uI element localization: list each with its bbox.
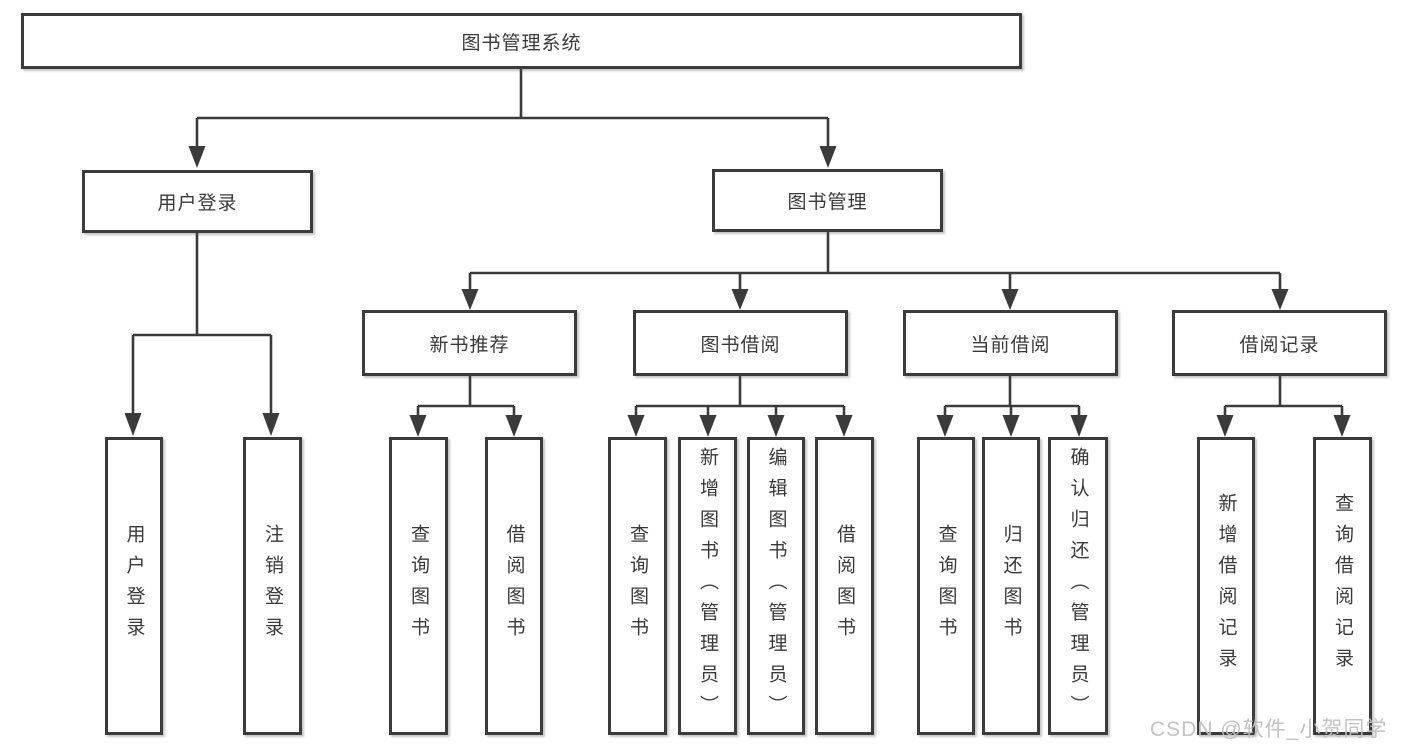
node-user-login: 用户登录 — [82, 170, 313, 233]
node-current-borrowing: 当前借阅 — [903, 310, 1118, 376]
leaf-label: 确认归还（管理员） — [1067, 446, 1089, 726]
node-label: 用户登录 — [157, 193, 238, 214]
leaf-label: 新增借阅记录 — [1215, 493, 1237, 679]
leaf-edit-books-admin: 编辑图书（管理员） — [747, 437, 805, 735]
leaf-label: 查询图书 — [408, 524, 429, 648]
leaf-query-books-2: 查询图书 — [608, 437, 667, 735]
node-label: 新书推荐 — [429, 334, 510, 356]
leaf-query-books-1: 查询图书 — [389, 437, 448, 735]
node-book-borrowing: 图书借阅 — [633, 310, 848, 376]
leaf-label: 查询图书 — [935, 524, 957, 648]
node-label: 借阅记录 — [1239, 334, 1320, 356]
leaf-label: 用户登录 — [123, 524, 145, 648]
leaf-label: 查询图书 — [627, 524, 648, 648]
node-label: 图书管理系统 — [461, 32, 582, 54]
leaf-return-books: 归还图书 — [982, 437, 1040, 735]
leaf-add-borrow-record: 新增借阅记录 — [1197, 437, 1255, 735]
csdn-watermark: CSDN @软件_小贺同学 — [1150, 718, 1388, 741]
leaf-label: 新增图书（管理员） — [697, 446, 718, 726]
leaf-label: 编辑图书（管理员） — [765, 446, 787, 726]
leaf-query-borrow-record: 查询借阅记录 — [1313, 437, 1372, 735]
node-book-management: 图书管理 — [712, 169, 943, 232]
node-label: 图书借阅 — [700, 334, 781, 356]
leaf-label: 注销登录 — [262, 524, 283, 648]
leaf-query-books-3: 查询图书 — [917, 437, 975, 735]
leaf-borrow-books-2: 借阅图书 — [815, 437, 874, 735]
leaf-label: 查询借阅记录 — [1332, 493, 1353, 679]
leaf-add-books-admin: 新增图书（管理员） — [678, 437, 737, 735]
node-label: 当前借阅 — [970, 334, 1051, 356]
leaf-user-login: 用户登录 — [105, 437, 163, 735]
leaf-label: 归还图书 — [1000, 524, 1022, 648]
arrowhead-icons — [124, 146, 1351, 437]
node-borrowing-records: 借阅记录 — [1172, 310, 1387, 376]
leaf-confirm-return-admin: 确认归还（管理员） — [1048, 437, 1108, 735]
leaf-logout: 注销登录 — [243, 437, 302, 735]
node-label: 图书管理 — [787, 192, 868, 213]
node-new-book-recommendation: 新书推荐 — [362, 310, 577, 376]
node-library-management-system: 图书管理系统 — [21, 13, 1022, 69]
leaf-label: 借阅图书 — [834, 524, 855, 648]
leaf-label: 借阅图书 — [503, 524, 525, 648]
leaf-borrow-books-1: 借阅图书 — [485, 437, 543, 735]
